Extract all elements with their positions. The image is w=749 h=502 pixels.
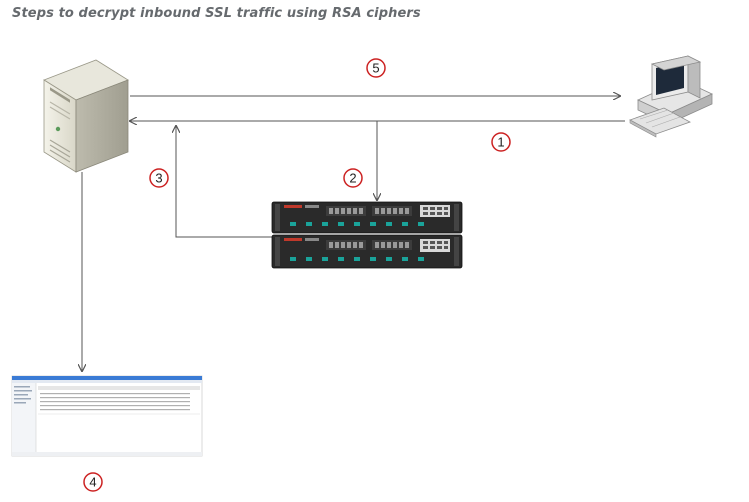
step-marker-2: 2 [343,168,363,188]
arrow-appliance-to-server [176,126,275,238]
svg-text:3: 3 [155,171,162,186]
svg-text:4: 4 [89,475,96,490]
step-marker-3: 3 [149,168,169,188]
software-screenshot-icon [11,375,203,457]
step-marker-1: 1 [491,132,511,152]
network-appliance-icon [271,201,463,269]
server-tower-icon [43,59,129,173]
desktop-computer-icon [629,55,713,138]
diagram-title: Steps to decrypt inbound SSL traffic usi… [12,6,421,21]
svg-text:1: 1 [497,135,504,150]
connection-lines [82,96,625,371]
step-marker-5: 5 [366,58,386,78]
svg-text:2: 2 [349,171,356,186]
svg-text:5: 5 [372,61,379,76]
step-marker-4: 4 [83,472,103,492]
